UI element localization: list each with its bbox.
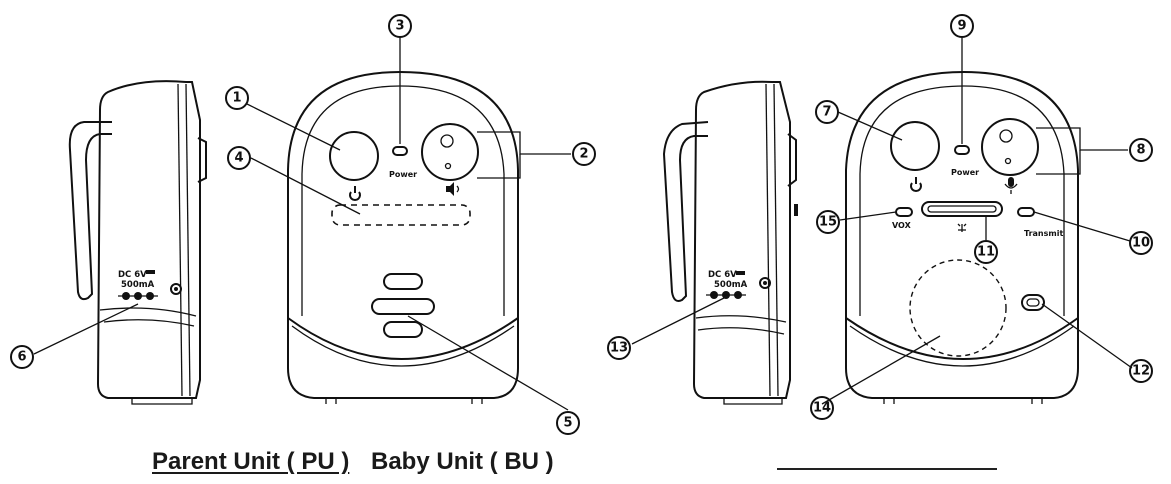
callout-13: 13 [607, 336, 631, 360]
power-icon [349, 186, 361, 201]
svg-text:12: 12 [1132, 364, 1150, 379]
svg-text:4: 4 [234, 151, 243, 166]
bu-power-button [890, 121, 940, 171]
baby-unit-caption: Baby Unit ( BU ) [371, 448, 554, 475]
callout-2: 2 [572, 142, 596, 166]
pu-power-button [329, 131, 379, 181]
svg-text:8: 8 [1136, 143, 1145, 158]
svg-text:14: 14 [813, 401, 831, 416]
power-icon [910, 177, 922, 192]
bu-microphone-area [909, 259, 1007, 357]
pu-speaker-slot [371, 298, 435, 315]
svg-text:7: 7 [822, 105, 831, 120]
microphone-icon [1004, 177, 1018, 194]
callout-9: 9 [950, 14, 974, 38]
parent-unit-caption: Parent Unit ( PU ) [152, 448, 350, 475]
bu-sensitivity-knob [981, 118, 1039, 176]
svg-text:9: 9 [957, 19, 966, 34]
bu-vox-label: VOX [892, 221, 912, 230]
callout-4: 4 [227, 146, 251, 170]
speaker-icon [446, 182, 460, 196]
callout-11: 11 [974, 240, 998, 264]
bu-transmit-led [1017, 207, 1035, 217]
bu-dc-label: DC 6V [708, 270, 737, 280]
pu-dc-label: DC 6V [118, 270, 147, 280]
leader-lines [33, 37, 1133, 411]
svg-text:5: 5 [563, 416, 572, 431]
callout-numbers: 1 2 3 4 5 6 7 8 9 10 11 12 13 14 15 [10, 14, 1153, 435]
svg-text:1: 1 [232, 91, 241, 106]
bu-power-led [954, 145, 970, 155]
callout-10: 10 [1129, 231, 1153, 255]
pu-light-bar [331, 204, 471, 226]
callout-12: 12 [1129, 359, 1153, 383]
callout-8: 8 [1129, 138, 1153, 162]
svg-text:11: 11 [977, 245, 995, 260]
svg-text:13: 13 [610, 341, 628, 356]
parent-unit-front-view: Power [287, 70, 519, 404]
pu-speaker-slot [383, 321, 423, 338]
bu-current-label: 500mA [714, 280, 748, 290]
bu-pairing-button [1021, 294, 1045, 311]
callout-1: 1 [225, 86, 249, 110]
svg-text:15: 15 [819, 215, 837, 230]
bu-transmit-label: Transmit [1024, 229, 1063, 238]
caption-rule [777, 468, 997, 470]
svg-text:10: 10 [1132, 236, 1150, 251]
svg-text:2: 2 [579, 147, 588, 162]
pu-volume-knob [421, 123, 479, 181]
parent-unit-side-view: DC 6V 500mA [68, 80, 207, 405]
pu-speaker-slot [383, 273, 423, 290]
pu-power-led-label: Power [389, 170, 417, 179]
callout-7: 7 [815, 100, 839, 124]
bu-vox-led [895, 207, 913, 217]
baby-unit-front-view: Power VOX Transmit [845, 70, 1079, 404]
baby-unit-side-view: DC 6V 500mA [662, 80, 798, 405]
callout-14: 14 [810, 396, 834, 420]
pu-power-led [392, 146, 408, 156]
pu-current-label: 500mA [121, 280, 155, 290]
callout-5: 5 [556, 411, 580, 435]
callout-15: 15 [816, 210, 840, 234]
bu-night-light [921, 201, 1003, 217]
callout-3: 3 [388, 14, 412, 38]
night-light-icon [957, 223, 967, 232]
callout-6: 6 [10, 345, 34, 369]
svg-text:3: 3 [395, 19, 404, 34]
svg-text:6: 6 [17, 350, 26, 365]
bu-power-led-label: Power [951, 168, 979, 177]
